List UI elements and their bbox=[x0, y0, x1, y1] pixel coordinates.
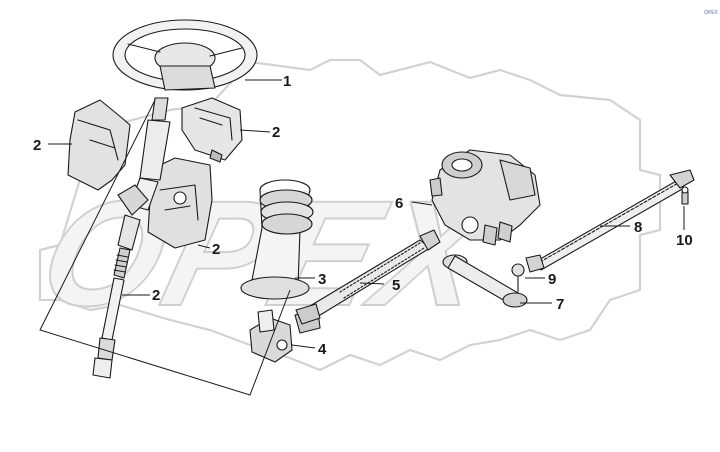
callout-1: 1 bbox=[283, 73, 291, 90]
callout-7: 7 bbox=[556, 296, 564, 313]
left-shroud-cover bbox=[67, 99, 131, 191]
drag-link bbox=[525, 169, 695, 273]
callout-2-left-cover: 2 bbox=[33, 137, 41, 154]
callout-4: 4 bbox=[318, 341, 327, 358]
callout-2-lower-shroud: 2 bbox=[212, 241, 220, 258]
callout-2-upper-shroud: 2 bbox=[272, 124, 280, 141]
callout-6: 6 bbox=[395, 195, 403, 212]
steering-wheel bbox=[112, 19, 258, 91]
callout-2-column-shaft: 2 bbox=[152, 287, 160, 304]
callout-10: 10 bbox=[676, 232, 693, 249]
upper-shroud bbox=[181, 97, 243, 163]
steering-gear-box bbox=[429, 149, 541, 246]
grease-nipple bbox=[681, 186, 689, 205]
leader-lines bbox=[48, 79, 685, 349]
lower-shroud bbox=[147, 157, 213, 249]
bellows-boot bbox=[240, 179, 314, 300]
callout-3: 3 bbox=[318, 271, 326, 288]
corner-logo-mark: OPEX bbox=[704, 10, 719, 16]
steering-column-shaft bbox=[92, 97, 171, 379]
column-guide-lines bbox=[39, 99, 291, 396]
callout-9: 9 bbox=[548, 271, 556, 288]
callout-5: 5 bbox=[392, 277, 400, 294]
callout-8: 8 bbox=[634, 219, 642, 236]
callout-labels: 1 2 2 2 2 3 4 5 6 7 8 9 10 bbox=[33, 73, 693, 358]
ball-joint bbox=[511, 263, 525, 293]
intermediate-shaft bbox=[295, 229, 441, 325]
pitman-arm bbox=[442, 254, 528, 308]
